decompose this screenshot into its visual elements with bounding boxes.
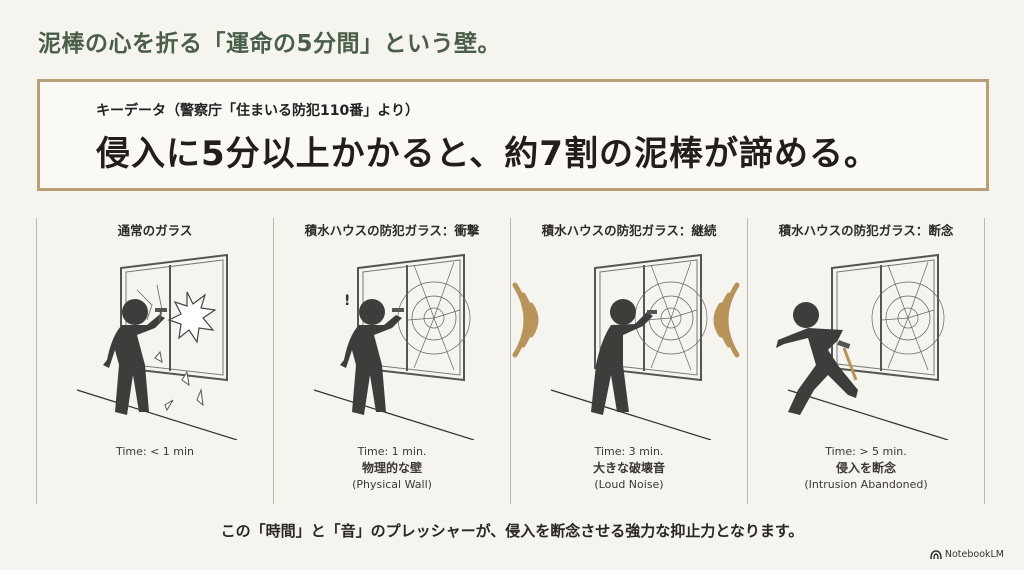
panel-time: Time: > 5 min.	[825, 445, 907, 458]
panel-divider	[747, 218, 748, 504]
panel-label-en: (Loud Noise)	[594, 478, 664, 491]
cracked-glass-illustration-icon: !	[313, 253, 475, 440]
footer-message: この「時間」と「音」のプレッシャーが、侵入を断念させる強力な抑止力となります。	[220, 522, 804, 540]
key-data-source: キーデータ（警察庁「住まいる防犯110番」より）	[96, 103, 419, 119]
panel-label-jp: 物理的な壁	[361, 461, 422, 475]
loud-noise-illustration-icon	[512, 253, 740, 440]
brand-watermark: NotebookLM	[930, 549, 1004, 560]
panel-title: 積水ハウスの防犯ガラス：継続	[541, 223, 717, 238]
panel-label-en: (Intrusion Abandoned)	[804, 478, 928, 491]
panel-title: 積水ハウスの防犯ガラス：衝撃	[304, 223, 480, 238]
panel-caption: Time: > 5 min. 侵入を断念 (Intrusion Abandone…	[748, 444, 984, 492]
panel-normal-glass: 通常のガラス Time: < 1 min	[37, 212, 273, 504]
panel-title: 積水ハウスの防犯ガラス：断念	[778, 223, 954, 238]
panel-time: Time: < 1 min	[115, 445, 195, 458]
key-data-headline: 侵入に5分以上かかると、約7割の泥棒が諦める。	[96, 134, 879, 174]
notebooklm-logo-icon	[930, 550, 942, 559]
panel-label-jp: 侵入を断念	[835, 461, 896, 475]
panel-label-en: (Physical Wall)	[352, 478, 432, 491]
panel-time: Time: 1 min.	[357, 445, 427, 458]
slide-title: 泥棒の心を折る「運命の5分間」という壁。	[38, 31, 502, 57]
illustration-panels: 通常のガラス Time: < 1 min 積水ハウスの防犯ガラス：衝撃	[36, 212, 986, 504]
panel-caption: Time: < 1 min	[37, 444, 273, 460]
panel-title: 通常のガラス	[117, 223, 193, 238]
panel-caption: Time: 1 min. 物理的な壁 (Physical Wall)	[274, 444, 510, 492]
panel-impact: 積水ハウスの防犯ガラス：衝撃 ! Time: 1 min. 物理的な壁 (Phy…	[274, 212, 510, 504]
shattering-glass-illustration-icon	[76, 253, 238, 440]
sound-wave-icon	[512, 282, 740, 358]
panel-divider	[273, 218, 274, 504]
burglar-running-illustration-icon	[776, 253, 949, 440]
panel-divider	[984, 218, 985, 504]
panel-time: Time: 3 min.	[594, 445, 664, 458]
panel-divider	[36, 218, 37, 504]
panel-divider	[510, 218, 511, 504]
brand-name: NotebookLM	[944, 549, 1004, 560]
svg-text:!: !	[344, 293, 350, 309]
panel-caption: Time: 3 min. 大きな破壊音 (Loud Noise)	[511, 444, 747, 492]
panel-continued: 積水ハウスの防犯ガラス：継続 Time: 3 min. 大きな破壊音 (	[511, 212, 747, 504]
panel-abandoned: 積水ハウスの防犯ガラス：断念 Time: > 5 min. 侵入を断念 (Int…	[748, 212, 984, 504]
key-data-box: キーデータ（警察庁「住まいる防犯110番」より） 侵入に5分以上かかると、約7割…	[37, 79, 989, 191]
panel-label-jp: 大きな破壊音	[592, 461, 665, 475]
